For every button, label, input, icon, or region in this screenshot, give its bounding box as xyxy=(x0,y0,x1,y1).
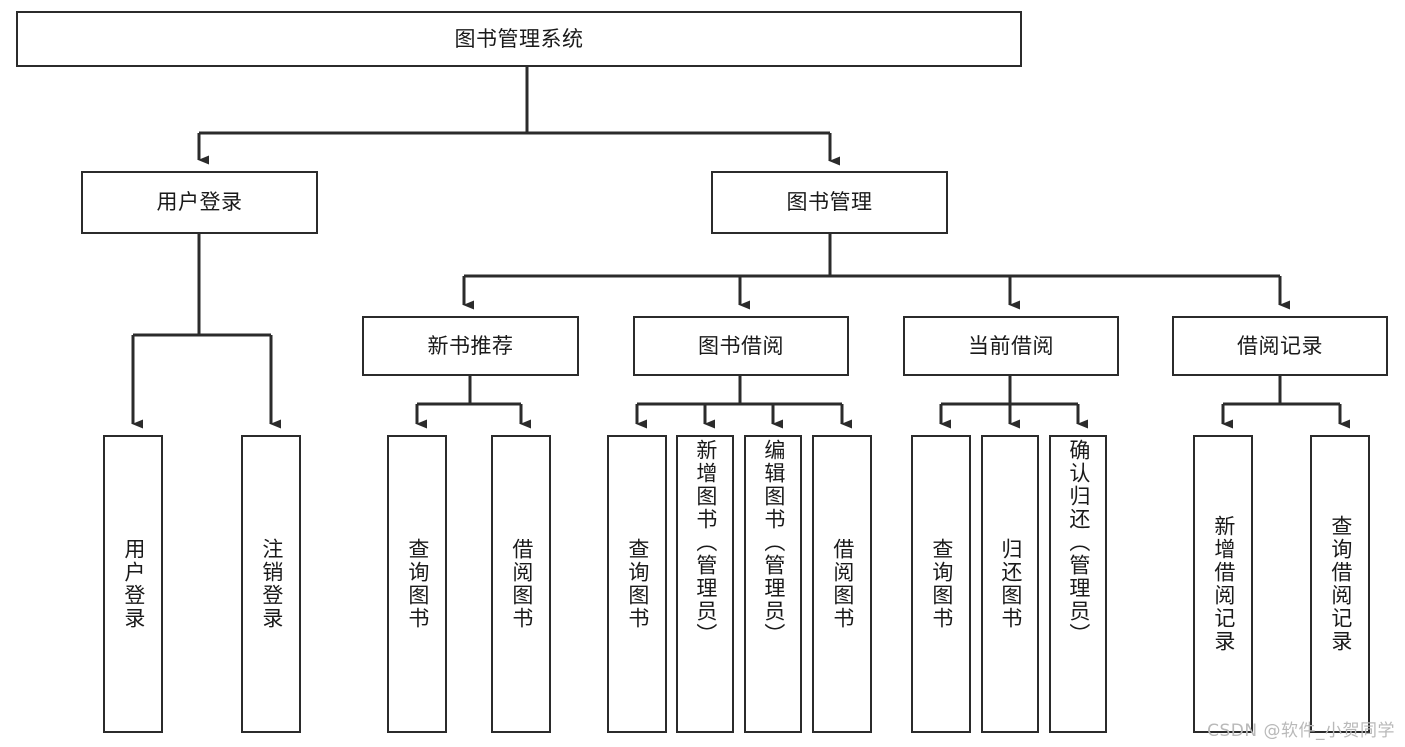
node-leaf-add-book[interactable]: 新增图书（管理员） xyxy=(676,435,734,733)
node-leaf-borrow-book-2[interactable]: 借阅图书 xyxy=(812,435,872,733)
node-new-book-recommend[interactable]: 新书推荐 xyxy=(362,316,579,376)
node-leaf-add-record[interactable]: 新增借阅记录 xyxy=(1193,435,1253,733)
node-leaf-user-login-label: 用户登录 xyxy=(121,538,146,630)
node-leaf-query-book-1[interactable]: 查询图书 xyxy=(387,435,447,733)
node-current-borrow-label: 当前借阅 xyxy=(968,333,1054,358)
node-root[interactable]: 图书管理系统 xyxy=(16,11,1022,67)
node-leaf-add-book-label: 新增图书（管理员） xyxy=(693,439,718,646)
node-book-borrow-label: 图书借阅 xyxy=(698,333,784,358)
node-book-borrow[interactable]: 图书借阅 xyxy=(633,316,849,376)
node-current-borrow[interactable]: 当前借阅 xyxy=(903,316,1119,376)
node-book-management-label: 图书管理 xyxy=(786,190,873,215)
node-book-management[interactable]: 图书管理 xyxy=(711,171,948,234)
node-leaf-user-login[interactable]: 用户登录 xyxy=(103,435,163,733)
node-user-login[interactable]: 用户登录 xyxy=(81,171,318,234)
node-root-label: 图书管理系统 xyxy=(454,26,584,51)
node-leaf-query-book-2[interactable]: 查询图书 xyxy=(607,435,667,733)
node-leaf-query-book-3[interactable]: 查询图书 xyxy=(911,435,971,733)
node-user-login-label: 用户登录 xyxy=(156,190,243,215)
node-leaf-return-book-label: 归还图书 xyxy=(998,538,1023,630)
node-leaf-edit-book[interactable]: 编辑图书（管理员） xyxy=(744,435,802,733)
node-leaf-borrow-book-1[interactable]: 借阅图书 xyxy=(491,435,551,733)
node-leaf-borrow-book-2-label: 借阅图书 xyxy=(830,538,855,630)
node-leaf-borrow-book-1-label: 借阅图书 xyxy=(509,538,534,630)
watermark-text: CSDN @软件_小贺同学 xyxy=(1207,721,1395,741)
node-leaf-confirm-return-label: 确认归还（管理员） xyxy=(1066,439,1091,646)
node-borrow-record[interactable]: 借阅记录 xyxy=(1172,316,1388,376)
node-new-book-recommend-label: 新书推荐 xyxy=(427,333,514,358)
node-leaf-add-record-label: 新增借阅记录 xyxy=(1211,515,1236,653)
node-leaf-query-record[interactable]: 查询借阅记录 xyxy=(1310,435,1370,733)
node-leaf-query-record-label: 查询借阅记录 xyxy=(1328,515,1353,653)
node-leaf-query-book-1-label: 查询图书 xyxy=(405,538,430,630)
node-borrow-record-label: 借阅记录 xyxy=(1237,333,1323,358)
node-leaf-logout-login-label: 注销登录 xyxy=(259,538,284,630)
node-leaf-query-book-3-label: 查询图书 xyxy=(929,538,954,630)
node-leaf-return-book[interactable]: 归还图书 xyxy=(981,435,1039,733)
node-leaf-query-book-2-label: 查询图书 xyxy=(625,538,650,630)
node-leaf-logout-login[interactable]: 注销登录 xyxy=(241,435,301,733)
node-leaf-confirm-return[interactable]: 确认归还（管理员） xyxy=(1049,435,1107,733)
node-leaf-edit-book-label: 编辑图书（管理员） xyxy=(761,439,786,646)
